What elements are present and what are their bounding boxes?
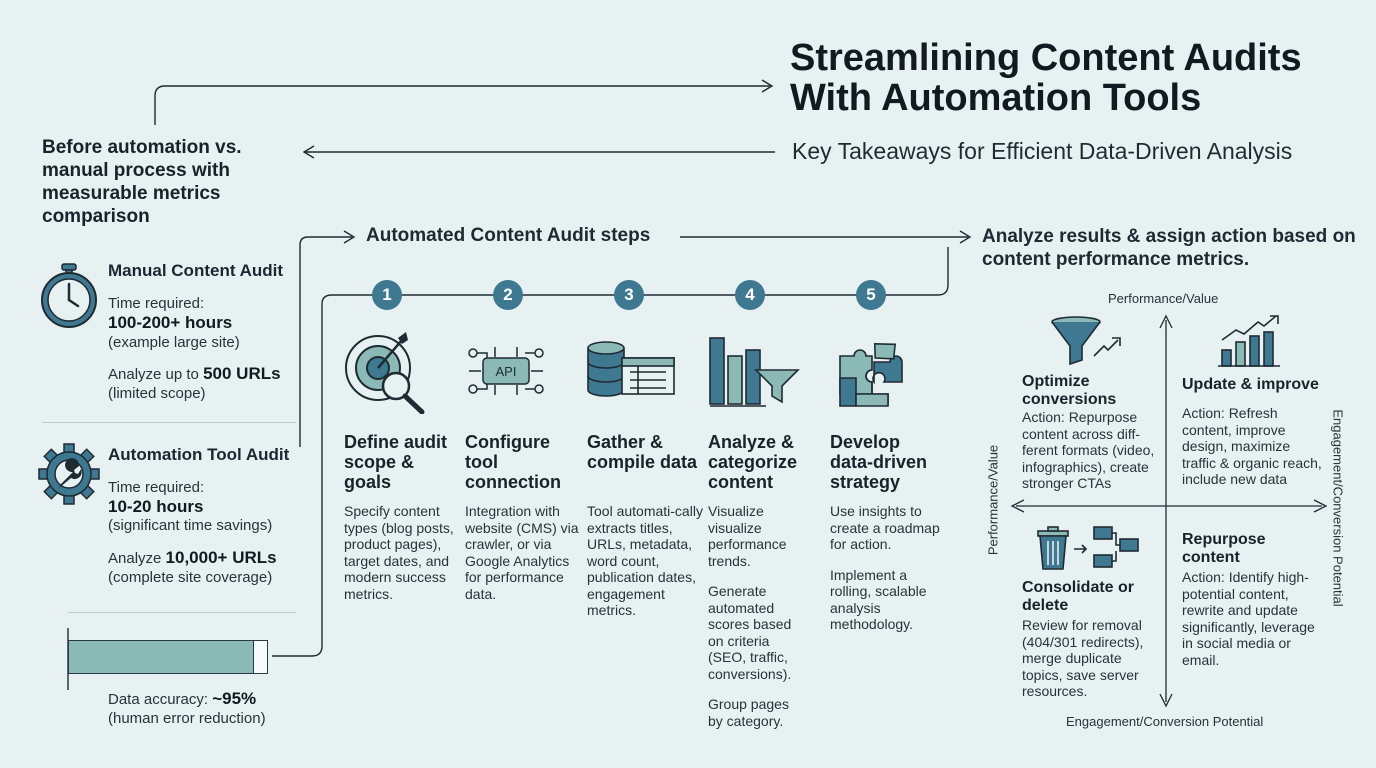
accuracy-label: Data accuracy:	[108, 691, 209, 708]
growth-chart-icon	[1218, 315, 1280, 367]
step-title: Develop data-driven strategy	[830, 432, 928, 492]
step-number: 3	[614, 280, 644, 310]
step-description: Tool automati-cally extracts titles, URL…	[587, 503, 705, 633]
axis-label-left: Performance/Value	[985, 444, 1001, 556]
quadrant-text: Action: Identify high-potential content,…	[1182, 569, 1315, 668]
automation-time-value: 10-20 hours	[108, 497, 204, 516]
automation-analyze: Analyze 10,000+ URLs	[108, 549, 277, 567]
api-icon: API	[468, 347, 544, 395]
step-description: Use insights to create a roadmap for act…	[830, 503, 950, 647]
step-title: Analyze & categorize content	[708, 432, 798, 492]
intro-heading: Before automation vs. manual process wit…	[42, 137, 242, 227]
quadrant-text: Action: Refresh content, improve design,…	[1182, 405, 1322, 487]
accuracy-progress-bar	[68, 640, 268, 674]
page-subtitle: Key Takeaways for Efficient Data-Driven …	[792, 138, 1293, 164]
accuracy-value: ~95%	[212, 689, 257, 708]
database-table-icon	[587, 341, 675, 397]
step-number: 2	[493, 280, 523, 310]
manual-audit-heading: Manual Content Audit	[108, 261, 284, 280]
step-description: Visualize visualize performance trends. …	[708, 503, 804, 743]
manual-analyze-note: (limited scope)	[108, 385, 206, 402]
quadrant-title: Repurpose content	[1182, 531, 1266, 566]
stopwatch-icon	[41, 263, 97, 328]
step-paragraph: Tool automati-cally extracts titles, URL…	[587, 503, 703, 618]
step-number: 1	[372, 280, 402, 310]
step-paragraph: Use insights to create a roadmap for act…	[830, 503, 940, 552]
axis-label-bottom: Engagement/Conversion Potential	[1066, 714, 1264, 729]
step-paragraph: Visualize visualize performance trends.	[708, 503, 787, 569]
automation-analyze-value: 10,000+ URLs	[165, 548, 277, 567]
manual-analyze-value: 500 URLs	[203, 364, 281, 383]
step-paragraph: Group pages by category.	[708, 696, 789, 729]
accuracy-progress-fill	[69, 641, 255, 673]
divider	[68, 612, 296, 613]
steps-heading: Automated Content Audit steps	[366, 225, 651, 246]
page-title: Streamlining Content Audits With Automat…	[790, 37, 1302, 119]
divider	[42, 422, 296, 423]
manual-analyze-prefix: Analyze up to	[108, 366, 199, 383]
quadrant-text: Review for removal (404/301 redirects), …	[1022, 617, 1144, 699]
gear-wrench-icon	[38, 443, 100, 505]
accuracy-line: Data accuracy: ~95%	[108, 690, 256, 708]
quadrant-title: Optimize conversions	[1022, 373, 1117, 408]
step-title: Define audit scope & goals	[344, 432, 448, 492]
chart-funnel-icon	[709, 337, 800, 407]
funnel-icon	[1051, 316, 1121, 366]
automation-analyze-prefix: Analyze	[108, 550, 162, 567]
quadrant-title: Consolidate or delete	[1022, 579, 1135, 614]
step-paragraph: Implement a rolling, scalable analysis m…	[830, 566, 927, 633]
accuracy-note: (human error reduction)	[108, 710, 266, 727]
trash-flow-icon	[1037, 526, 1139, 570]
step-number: 5	[856, 280, 886, 310]
axis-label-top: Performance/Value	[1108, 291, 1219, 306]
axis-label-right: Engagement/Conversion Potential	[1330, 409, 1346, 607]
step-description: Specify content types (blog posts, produ…	[344, 503, 462, 616]
target-magnifier-icon	[345, 332, 425, 414]
quadrant-text: Action: Repurpose content across diff-fe…	[1022, 409, 1155, 491]
step-description: Integration with website (CMS) via crawl…	[465, 503, 583, 616]
manual-time-note: (example large site)	[108, 334, 240, 351]
step-number: 4	[735, 280, 765, 310]
step-title: Configure tool connection	[465, 432, 562, 492]
step-paragraph: Integration with website (CMS) via crawl…	[465, 503, 579, 602]
step-paragraph: Specify content types (blog posts, produ…	[344, 503, 454, 602]
automation-audit-heading: Automation Tool Audit	[108, 445, 290, 464]
automation-analyze-note: (complete site coverage)	[108, 569, 273, 586]
manual-analyze: Analyze up to 500 URLs	[108, 365, 281, 383]
manual-time-value: 100-200+ hours	[108, 313, 233, 332]
manual-time-label: Time required:	[108, 295, 205, 312]
step-title: Gather & compile data	[587, 432, 698, 472]
step-paragraph: Generate automated scores based on crite…	[708, 583, 792, 682]
analyze-heading: Analyze results & assign action based on…	[982, 226, 1356, 270]
quadrant-title: Update & improve	[1182, 376, 1319, 393]
automation-time-note: (significant time savings)	[108, 517, 273, 534]
puzzle-icon	[839, 343, 903, 407]
svg-text:API: API	[496, 364, 517, 379]
automation-time-label: Time required:	[108, 479, 205, 496]
